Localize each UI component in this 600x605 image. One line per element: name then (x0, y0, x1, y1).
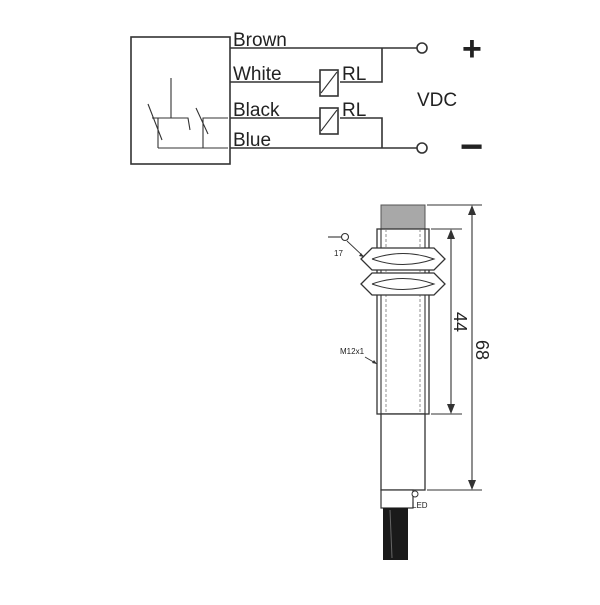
black-wire (230, 117, 383, 148)
label-vdc: VDC (417, 90, 457, 111)
label-dim-68: 68 (472, 340, 492, 360)
negative-terminal (416, 142, 428, 154)
cable-gland (380, 489, 414, 509)
label-load-top: RL (342, 64, 366, 85)
label-white: White (233, 64, 282, 85)
label-thread: M12x1 (340, 347, 365, 356)
label-blue: Blue (233, 130, 271, 151)
lock-nut-top (360, 247, 446, 271)
label-wrench-size: 17 (334, 249, 343, 258)
positive-terminal (416, 42, 428, 54)
lock-nut-bottom (360, 272, 446, 296)
wrench-icon (328, 232, 365, 258)
led-indicator (411, 490, 419, 498)
label-led: LED (412, 501, 428, 510)
dimension-total-length (427, 204, 482, 491)
label-brown: Brown (233, 30, 287, 51)
sensor-dimension-drawing: LED 17 M12x1 44 68 (328, 204, 492, 560)
internal-switch-symbol (147, 78, 228, 149)
cable (383, 508, 408, 560)
label-load-bottom: RL (342, 100, 366, 121)
dimension-thread-length (431, 228, 462, 415)
label-black: Black (233, 100, 280, 121)
sensor-cap (380, 204, 426, 230)
wiring-diagram: Brown White Black Blue RL RL VDC + − (130, 30, 483, 169)
label-dim-44: 44 (450, 312, 470, 332)
label-plus: + (462, 30, 482, 68)
sensor-housing-box (130, 36, 231, 165)
sensor-rear-body (380, 413, 426, 491)
white-wire (230, 48, 383, 83)
label-minus: − (460, 125, 483, 169)
